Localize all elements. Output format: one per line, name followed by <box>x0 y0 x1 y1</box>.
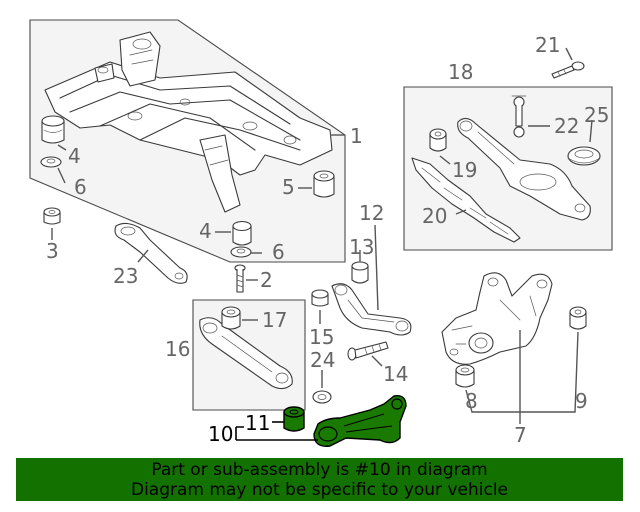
knuckle-part-7[interactable] <box>441 272 553 365</box>
bushing-side[interactable] <box>313 170 335 198</box>
trailing-arm-part-23[interactable] <box>114 222 188 284</box>
callout-10: 10 <box>208 422 233 446</box>
info-banner: Part or sub-assembly is #10 in diagram D… <box>16 458 623 501</box>
stabilizer-link-part-22[interactable] <box>511 95 527 138</box>
callout-6-upper: 6 <box>74 175 87 199</box>
callout-17: 17 <box>262 308 287 332</box>
bushing-lower[interactable] <box>232 220 252 246</box>
callout-24: 24 <box>310 348 335 372</box>
nut-part-3[interactable] <box>43 207 61 225</box>
callout-5: 5 <box>282 175 295 199</box>
washer-upper-left[interactable] <box>40 156 62 168</box>
callout-14: 14 <box>383 362 408 386</box>
bushing-part-8[interactable] <box>455 364 475 388</box>
highlighted-arm-part-10[interactable] <box>313 395 407 447</box>
callout-3: 3 <box>46 239 59 263</box>
bushing-part-17[interactable] <box>221 306 241 330</box>
subframe-group <box>29 19 346 263</box>
guard-plate-part-20[interactable] <box>411 157 521 243</box>
highlighted-bushing-part-11[interactable] <box>283 406 305 432</box>
crossmember-subframe[interactable] <box>44 31 333 213</box>
callout-9: 9 <box>575 389 588 413</box>
bolt-part-2[interactable] <box>234 264 246 293</box>
callout-4-upper: 4 <box>68 144 81 168</box>
callout-7: 7 <box>514 423 527 447</box>
callout-18: 18 <box>448 60 473 84</box>
lower-control-arm[interactable] <box>457 117 591 221</box>
lower-arm-group-18 <box>403 86 613 251</box>
banner-line-2: Diagram may not be specific to your vehi… <box>130 479 508 500</box>
spring-seat-part-25[interactable] <box>567 146 601 166</box>
callout-1: 1 <box>350 124 363 148</box>
callout-11: 11 <box>245 411 270 435</box>
callout-13: 13 <box>349 235 374 259</box>
bolt-part-14[interactable] <box>347 341 389 361</box>
callout-8: 8 <box>465 389 478 413</box>
callout-19: 19 <box>452 158 477 182</box>
bushing-upper-left[interactable] <box>41 115 65 144</box>
banner-line-1: Part or sub-assembly is #10 in diagram <box>151 459 488 480</box>
callout-2: 2 <box>260 268 273 292</box>
callout-15: 15 <box>309 325 334 349</box>
callout-25: 25 <box>584 103 609 127</box>
arm-group-16 <box>192 299 306 411</box>
bushing-part-13[interactable] <box>351 261 369 284</box>
upper-arm-part-12[interactable] <box>331 283 412 336</box>
callout-22: 22 <box>554 114 579 138</box>
callout-16: 16 <box>165 337 190 361</box>
bushing-part-19[interactable] <box>429 128 447 152</box>
callout-12: 12 <box>359 201 384 225</box>
callout-20: 20 <box>422 204 447 228</box>
bolt-part-21[interactable] <box>551 61 585 79</box>
bushing-part-9[interactable] <box>569 306 587 330</box>
callout-4-lower: 4 <box>199 219 212 243</box>
lateral-arm-part-16[interactable] <box>199 317 293 390</box>
washer-part-24[interactable] <box>312 390 332 404</box>
callout-23: 23 <box>113 264 138 288</box>
callout-21: 21 <box>535 33 560 57</box>
nut-part-15[interactable] <box>311 289 329 307</box>
washer-lower[interactable] <box>230 246 252 258</box>
callout-6-lower: 6 <box>272 240 285 264</box>
